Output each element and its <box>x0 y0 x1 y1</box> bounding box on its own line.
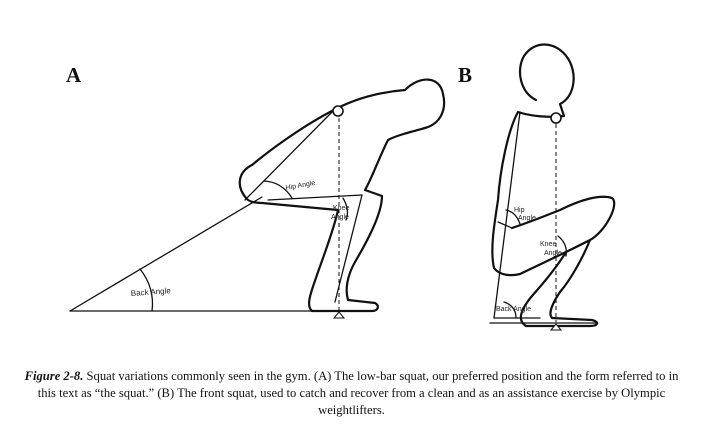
panel-b-knee-angle-label-line-1: Knee <box>540 241 556 248</box>
panel-a-knee-angle-label-line-1: Knee <box>333 205 349 212</box>
panel-a-midfoot-marker-icon <box>332 311 346 319</box>
panel-a-hip-angle-label: Hip Angle <box>285 180 316 192</box>
panel-b-body-outline <box>491 43 616 328</box>
panel-b-knee-angle-arc <box>557 235 567 257</box>
squat-figure-diagram: A Hip Angle Knee Angle Back Angle B <box>66 43 616 331</box>
panel-b-barbell-icon <box>550 112 562 124</box>
panel-a-torso-line <box>244 111 333 201</box>
panel-a-knee-angle-label-line-2: Angle <box>331 214 349 221</box>
panel-a: A Hip Angle Knee Angle Back Angle <box>66 63 446 319</box>
panel-b-hip-line <box>497 221 513 229</box>
panel-b-letter: B <box>458 63 472 87</box>
panel-a-back-angle-label: Back Angle <box>131 286 172 298</box>
panel-a-shin-line <box>334 194 363 303</box>
caption-text: Squat variations commonly seen in the gy… <box>37 368 679 417</box>
panel-b-midfoot-marker-icon <box>549 323 563 331</box>
panel-b-hip-angle-label-line-2: Angle <box>518 215 536 222</box>
panel-a-body-outline <box>238 78 446 313</box>
panel-a-barbell-icon <box>332 105 344 117</box>
figure-caption: Figure 2-8. Squat variations commonly se… <box>18 368 685 419</box>
panel-a-thigh-line <box>267 194 363 201</box>
panel-b-back-angle-line <box>493 111 521 319</box>
panel-a-hip-angle-arc <box>263 180 293 199</box>
caption-figure-label: Figure 2-8. <box>24 368 84 383</box>
panel-a-letter: A <box>66 63 82 87</box>
panel-b: B Hip Angle Knee Angle Back Angle <box>458 43 616 331</box>
panel-a-back-angle-line <box>69 196 263 312</box>
panel-b-back-angle-label: Back Angle <box>496 306 531 313</box>
panel-b-back-angle-arc <box>503 301 517 319</box>
panel-b-hip-angle-label-line-1: Hip <box>514 207 525 214</box>
panel-b-hip-angle-arc <box>505 209 521 225</box>
panel-a-knee-angle-arc <box>342 197 349 221</box>
panel-a-back-angle-arc <box>139 268 154 312</box>
panel-b-knee-angle-label-line-2: Angle <box>544 250 562 257</box>
